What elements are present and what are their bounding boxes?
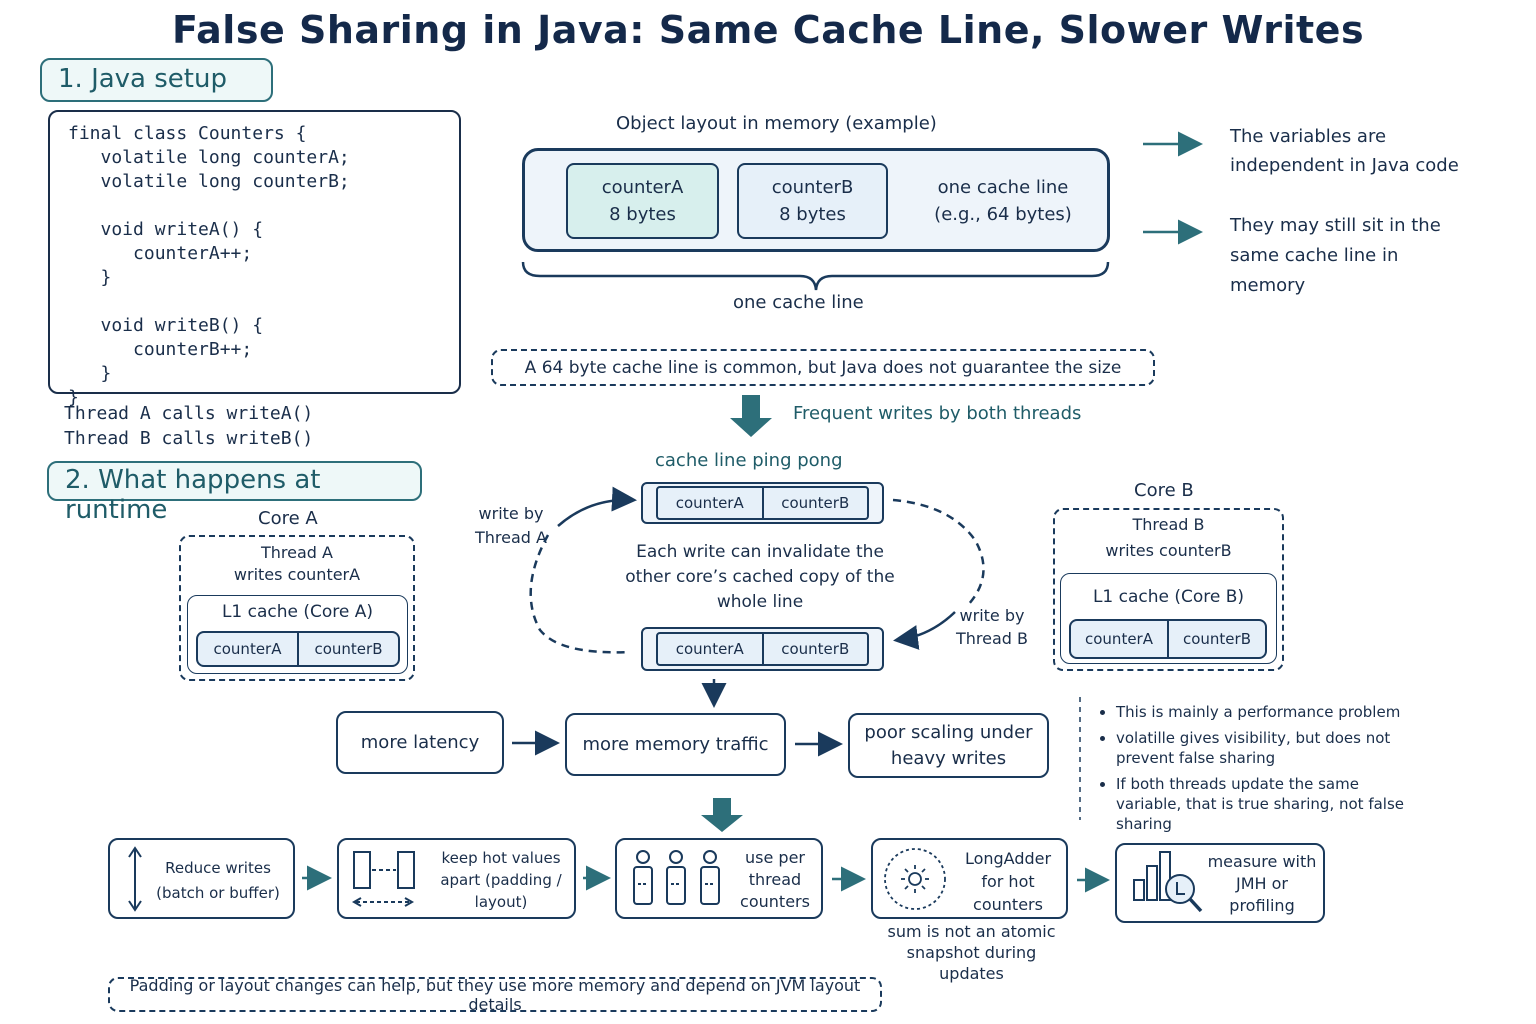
loop-left-dashed — [529, 534, 631, 654]
layout-caption: Object layout in memory (example) — [616, 113, 937, 134]
section-1-label: 1. Java setup — [40, 58, 273, 102]
core-b-cache-line: counterA counterB — [1069, 619, 1267, 659]
side-note-1: The variables are independent in Java co… — [1230, 126, 1459, 176]
effect-more-latency: more latency — [336, 711, 504, 774]
side-note-2: They may still sit in the same cache lin… — [1230, 215, 1441, 296]
mitigation-per-thread: use per thread counters — [615, 838, 823, 919]
counterB-name: counterB — [771, 177, 854, 198]
core-a-cache-line: counterA counterB — [196, 631, 400, 667]
core-a-writes: writes counterA — [233, 565, 361, 584]
counterA-name: counterA — [601, 177, 684, 198]
mitigation-longadder: LongAdder for hot counters — [871, 838, 1068, 919]
ping-pong-top-counterB: counterB — [761, 488, 868, 518]
arrow-down-icon — [701, 798, 743, 832]
ping-pong-top-line: counterA counterB — [656, 486, 869, 520]
ping-pong-bottom-line: counterA counterB — [656, 632, 869, 666]
per-thread-text: use per thread counters — [740, 848, 810, 911]
mitigation-keep-apart: keep hot values apart (padding / layout) — [337, 838, 576, 919]
cache-size-note: A 64 byte cache line is common, but Java… — [491, 349, 1155, 386]
bottom-note: Padding or layout changes can help, but … — [108, 976, 882, 1014]
write-by-thread-a: write by Thread A — [475, 504, 547, 547]
thread-calls: Thread A calls writeA() Thread B calls w… — [64, 403, 314, 449]
core-b-cell-counterB: counterB — [1167, 621, 1265, 657]
mitigation-reduce-writes: Reduce writes (batch or buffer) — [108, 838, 295, 919]
core-a-cell-counterB: counterB — [297, 633, 398, 665]
code-box: final class Counters { volatile long cou… — [48, 110, 461, 408]
mitigation-measure: measure with JMH or profiling — [1115, 843, 1325, 923]
loop-right-dashed — [892, 498, 985, 606]
page-title: False Sharing in Java: Same Cache Line, … — [171, 8, 1365, 52]
section-2-label: 2. What happens at runtime — [47, 461, 422, 525]
core-a-cell-counterA: counterA — [213, 640, 282, 658]
longadder-text: LongAdder for hot counters — [964, 849, 1052, 914]
ping-pong-bottom-counterA: counterA — [675, 640, 744, 658]
core-a-box — [179, 535, 415, 681]
curly-brace-icon — [521, 261, 1110, 291]
core-b-writes: writes counterB — [1105, 541, 1232, 560]
write-by-thread-b: write by Thread B — [955, 606, 1028, 648]
bullet-1: This is mainly a performance problem — [1116, 702, 1404, 722]
core-a-l1-label: L1 cache (Core A) — [221, 602, 374, 622]
core-b-title: Core B — [1134, 480, 1194, 501]
effect-poor-scaling: poor scaling under heavy writes — [848, 713, 1049, 778]
core-b-box — [1053, 508, 1284, 671]
counterA-size: 8 bytes — [609, 204, 676, 225]
core-b-l1-label: L1 cache (Core B) — [1092, 587, 1245, 607]
effect-memory-traffic: more memory traffic — [565, 713, 786, 776]
java-code: final class Counters { volatile long cou… — [68, 123, 350, 408]
counterB-size: 8 bytes — [779, 204, 846, 225]
bullet-3: If both threads update the same variable… — [1116, 774, 1404, 834]
cache-line-text: one cache line — [937, 177, 1069, 198]
core-b-thread: Thread B — [1132, 515, 1205, 534]
counterB-cell: counterB 8 bytes — [737, 163, 888, 239]
measure-text: measure with JMH or profiling — [1207, 852, 1317, 915]
write-a-arrow — [557, 486, 637, 527]
core-a-title: Core A — [258, 508, 318, 529]
longadder-note: sum is not an atomic snapshot during upd… — [887, 922, 1056, 983]
reduce-writes-text: Reduce writes (batch or buffer) — [156, 859, 280, 902]
arrow-down-icon — [730, 395, 772, 437]
brace-label: one cache line — [733, 292, 864, 313]
ping-pong-title: cache line ping pong — [655, 450, 843, 471]
ping-pong-bottom-counterB: counterB — [761, 634, 868, 664]
counterA-cell: counterA 8 bytes — [566, 163, 719, 239]
keep-apart-text: keep hot values apart (padding / layout) — [440, 849, 562, 911]
bullet-2: volatille gives visibility, but does not… — [1116, 728, 1404, 768]
write-b-arrow — [893, 611, 956, 650]
cache-line-info: one cache line (e.g., 64 bytes) — [910, 163, 1096, 239]
frequent-writes-label: Frequent writes by both threads — [793, 403, 1082, 424]
cache-line-size: (e.g., 64 bytes) — [934, 204, 1072, 225]
core-b-cell-counterA: counterA — [1085, 630, 1153, 648]
ping-pong-top-counterA: counterA — [675, 494, 744, 512]
bullet-notes: This is mainly a performance problem vol… — [1094, 702, 1404, 840]
ping-pong-description: Each write can invalidate the other core… — [625, 542, 895, 612]
core-a-thread: Thread A — [261, 543, 333, 562]
